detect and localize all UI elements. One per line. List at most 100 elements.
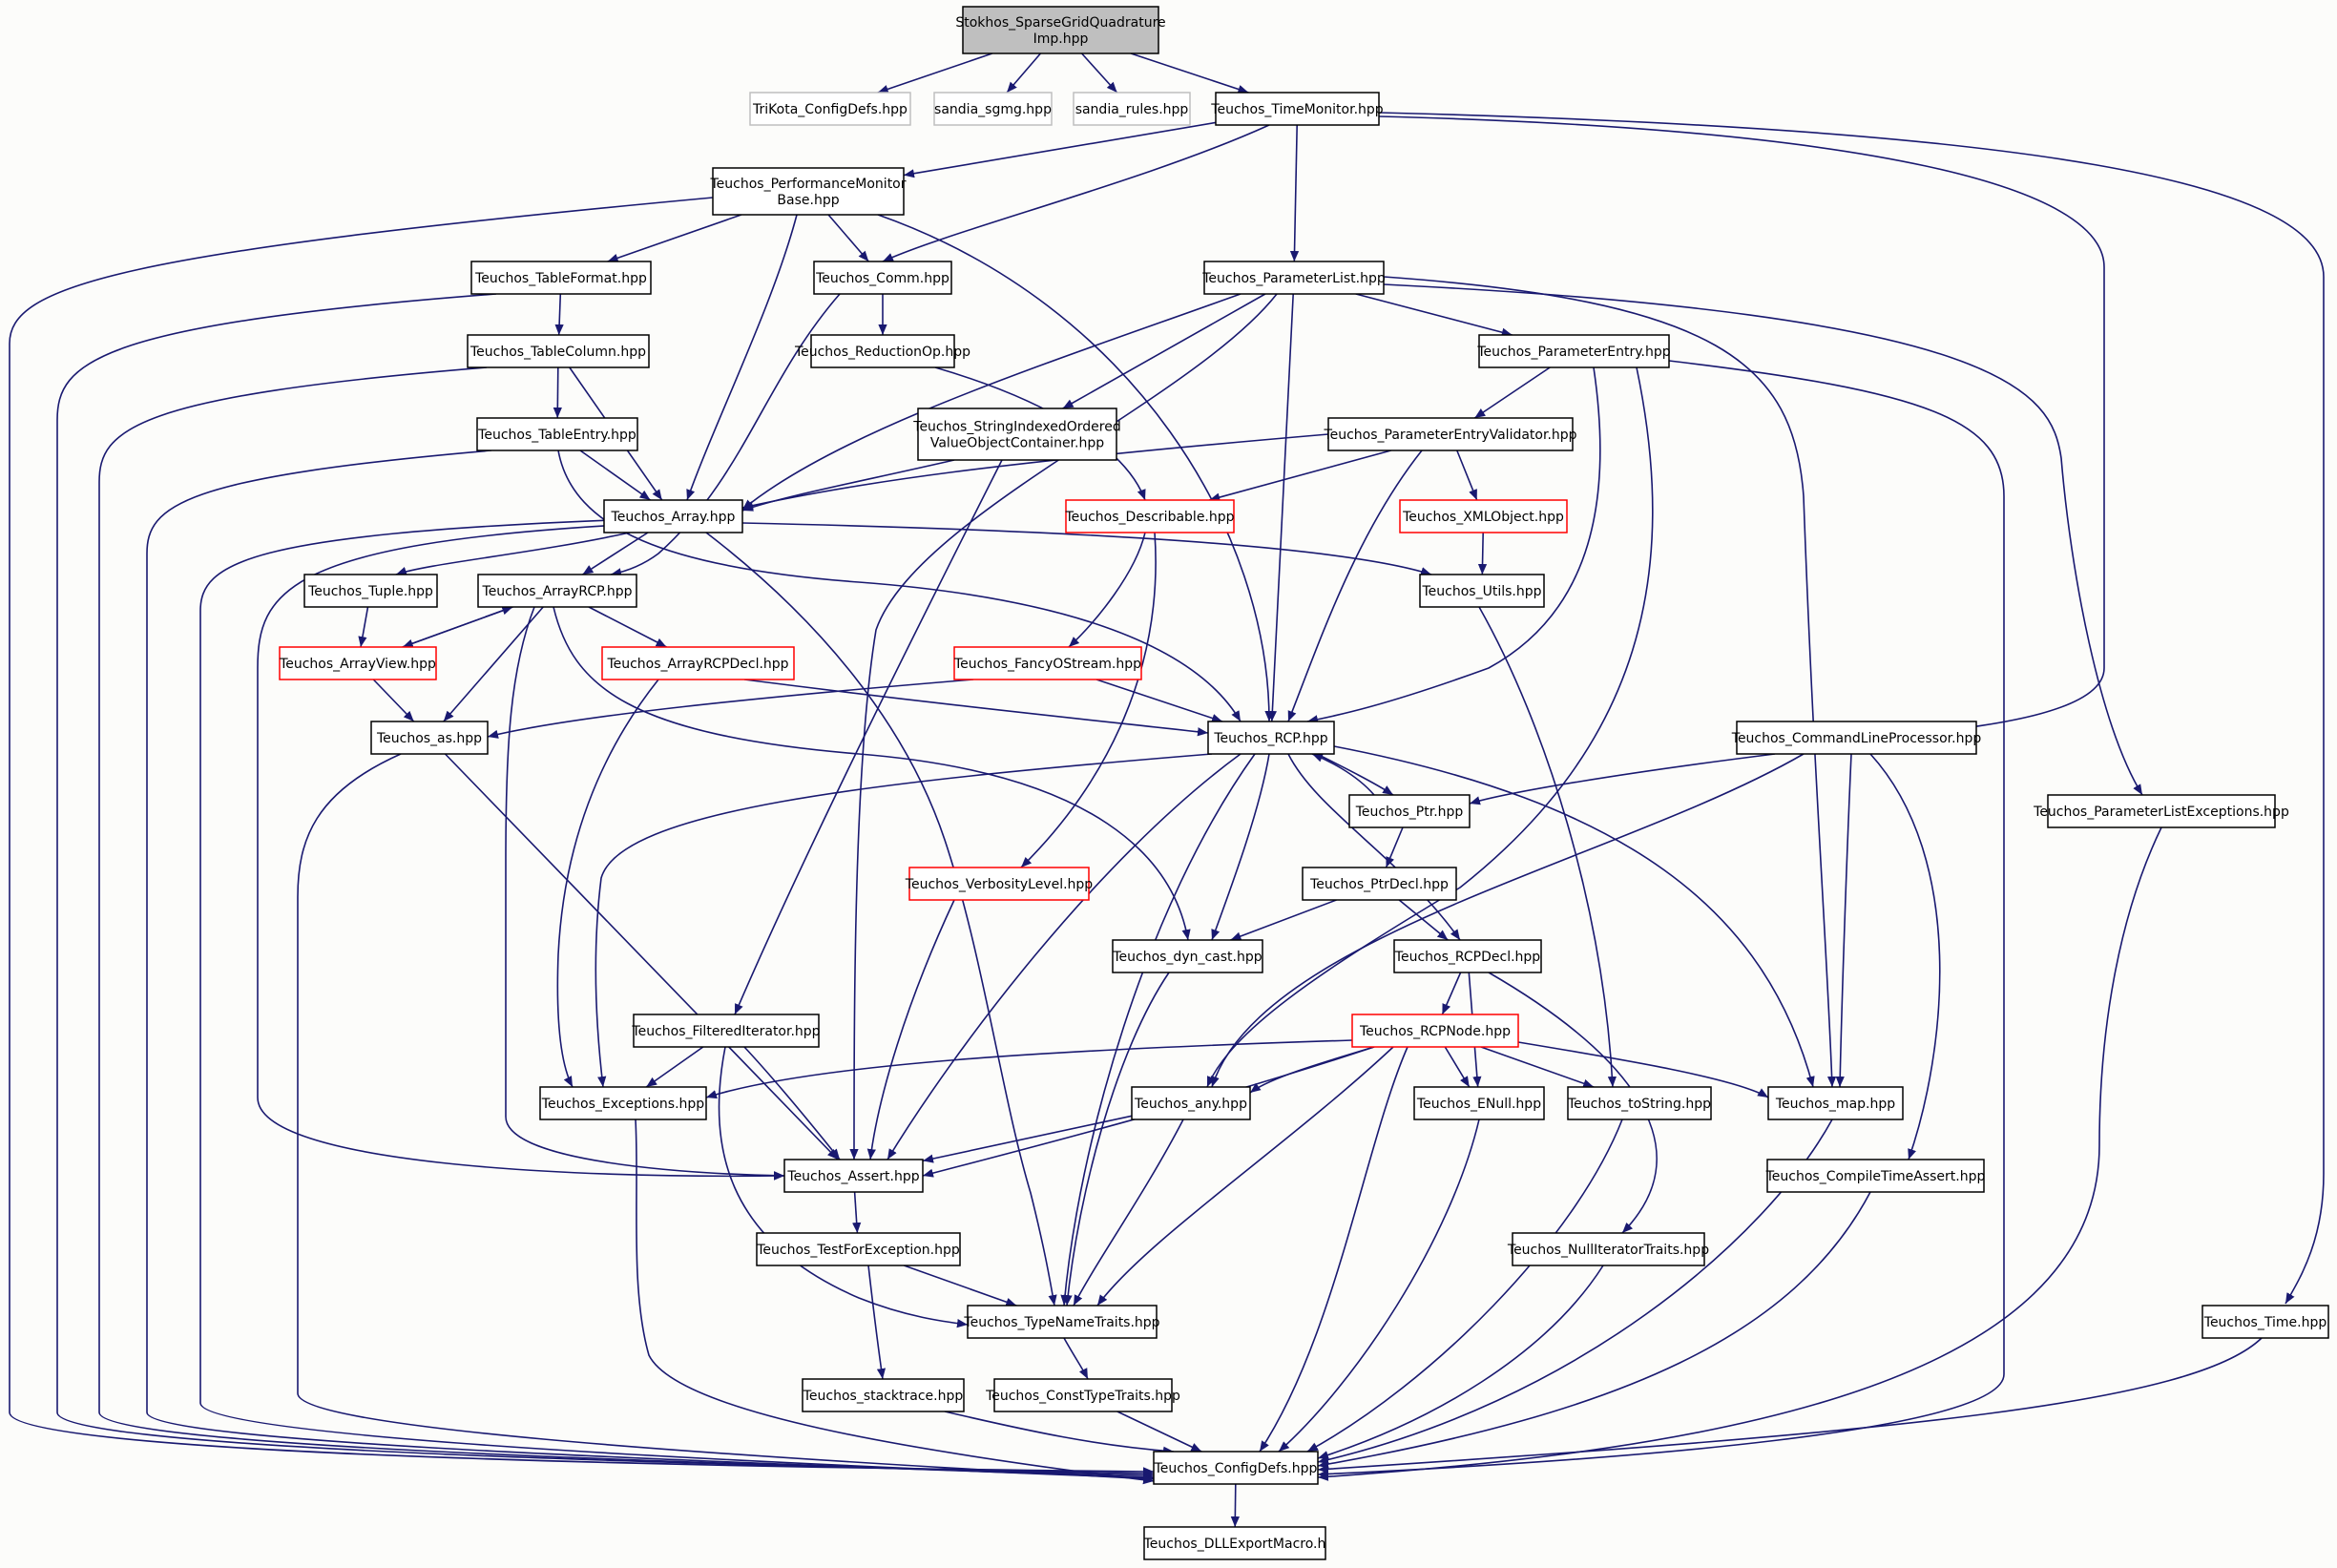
edge-pentry-to-pevalidator [1473,366,1551,419]
node-tostring[interactable]: Teuchos_toString.hpp [1567,1086,1712,1120]
node-label: Teuchos_ReductionOp.hpp [794,345,970,360]
edge-perfbase-to-configdefs [9,197,1155,1476]
node-stacktrace[interactable]: Teuchos_stacktrace.hpp [802,1378,965,1412]
node-consttype[interactable]: Teuchos_ConstTypeTraits.hpp [985,1378,1180,1412]
node-box [476,417,638,451]
node-configdefs[interactable]: Teuchos_ConfigDefs.hpp [1153,1451,1319,1485]
edge-pentry-to-configdefs [1317,360,2005,1479]
edge-line [887,753,1242,1160]
node-box [303,574,438,608]
node-tuple[interactable]: Teuchos_Tuple.hpp [303,574,438,608]
edge-line [579,449,651,501]
edge-line [372,679,415,722]
node-verbosity[interactable]: Teuchos_VerbosityLevel.hpp [905,867,1094,901]
node-describable[interactable]: Teuchos_Describable.hpp [1064,499,1235,533]
node-arrayview[interactable]: Teuchos_ArrayView.hpp [279,646,437,680]
node-strindexed[interactable]: Teuchos_StringIndexedOrderedValueObjectC… [912,408,1121,461]
node-fancyostream[interactable]: Teuchos_FancyOStream.hpp [953,646,1142,680]
edge-arrayrcp-to-dyncast [553,606,1191,941]
node-rcpnode[interactable]: Teuchos_RCPNode.hpp [1351,1014,1519,1048]
edge-line [1068,532,1146,648]
node-dyncast[interactable]: Teuchos_dyn_cast.hpp [1112,939,1263,973]
node-label: Teuchos_Ptr.hpp [1355,805,1464,820]
edge-perfbase-to-comm [827,214,869,262]
node-clp[interactable]: Teuchos_CommandLineProcessor.hpp [1731,721,1982,755]
node-compiletime[interactable]: Teuchos_CompileTimeAssert.hpp [1765,1159,1986,1193]
node-label: Teuchos_RCP.hpp [1213,731,1327,746]
edge-pentry-to-any [1206,366,1654,1088]
node-xmlobject[interactable]: Teuchos_XMLObject.hpp [1399,499,1568,533]
node-tableentry[interactable]: Teuchos_TableEntry.hpp [476,417,638,451]
edge-line [827,214,869,262]
edge-ptr-to-ptrdecl [1385,826,1404,868]
node-enull[interactable]: Teuchos_ENull.hpp [1413,1086,1545,1120]
node-tablecol[interactable]: Teuchos_TableColumn.hpp [467,334,650,368]
edge-assert-to-testforexc [852,1191,862,1234]
edge-line [1063,972,1170,1307]
node-typename[interactable]: Teuchos_TypeNameTraits.hpp [963,1305,1160,1339]
node-arrayrcpdecl[interactable]: Teuchos_ArrayRCPDecl.hpp [601,646,795,680]
node-ptrdecl[interactable]: Teuchos_PtrDecl.hpp [1302,867,1457,901]
node-dllexport[interactable]: Teuchos_DLLExportMacro.h [1143,1526,1326,1560]
node-pentry[interactable]: Teuchos_ParameterEntry.hpp [1476,334,1671,368]
node-timemon[interactable]: Teuchos_TimeMonitor.hpp [1210,92,1384,126]
edge-arrayrcp-to-assert [505,606,785,1181]
node-testforexc[interactable]: Teuchos_TestForException.hpp [756,1232,961,1266]
edge-dyncast-to-typename [1063,972,1170,1307]
edge-rcpnode-to-tostring [1480,1046,1595,1088]
node-label: Teuchos_Assert.hpp [786,1169,919,1184]
edge-line [553,366,562,419]
node-nulliter[interactable]: Teuchos_NullIteratorTraits.hpp [1507,1232,1709,1266]
node-time[interactable]: Teuchos_Time.hpp [2201,1305,2329,1339]
edge-line [588,606,667,648]
node-box [1766,1159,1985,1193]
edge-line [1383,283,2143,796]
node-label: Teuchos_Comm.hpp [815,271,949,286]
node-pevalidator[interactable]: Teuchos_ParameterEntryValidator.hpp [1323,417,1577,451]
node-as[interactable]: Teuchos_as.hpp [370,721,489,755]
edge-fancyostream-to-as [487,679,974,739]
node-box [633,1014,820,1048]
node-plist[interactable]: Teuchos_ParameterList.hpp [1201,261,1386,295]
edge-line [1378,115,2105,737]
node-arrayrcp[interactable]: Teuchos_ArrayRCP.hpp [477,574,637,608]
edge-line [903,121,1217,178]
node-redop[interactable]: Teuchos_ReductionOp.hpp [794,334,970,368]
edge-line [1306,1119,1623,1453]
node-layer: Stokhos_SparseGridQuadratureImp.hppTriKo… [279,6,2329,1560]
edge-perfbase-to-tableformat [607,214,742,262]
node-assert[interactable]: Teuchos_Assert.hpp [783,1159,924,1193]
edge-line [1444,1046,1471,1088]
node-tableformat[interactable]: Teuchos_TableFormat.hpp [470,261,652,295]
node-rcp[interactable]: Teuchos_RCP.hpp [1207,721,1335,755]
node-plistexc[interactable]: Teuchos_ParameterListExceptions.hpp [2033,794,2289,828]
edge-fancyostream-to-rcp [1095,679,1223,722]
node-ptr[interactable]: Teuchos_Ptr.hpp [1348,794,1471,828]
node-map[interactable]: Teuchos_map.hpp [1767,1086,1904,1120]
node-label: Teuchos_Exceptions.hpp [541,1097,704,1112]
node-trikota[interactable]: TriKota_ConfigDefs.hpp [749,92,911,126]
node-rcpdecl[interactable]: Teuchos_RCPDecl.hpp [1393,939,1542,973]
node-label: Teuchos_dyn_cast.hpp [1112,950,1262,965]
edge-line [866,899,955,1160]
node-any[interactable]: Teuchos_any.hpp [1131,1086,1251,1120]
edge-line [1287,449,1423,722]
edge-clp-to-any [1210,753,1805,1088]
node-box [1143,1526,1326,1560]
edge-line [1317,1191,1871,1469]
edge-tableentry-to-configdefs [146,449,1155,1482]
node-box [1393,939,1542,973]
node-filtered[interactable]: Teuchos_FilteredIterator.hpp [631,1014,821,1048]
edge-pevalidator-to-describable [1209,449,1391,502]
node-comm[interactable]: Teuchos_Comm.hpp [813,261,952,295]
edge-plist-to-array [741,293,1242,511]
node-exceptions[interactable]: Teuchos_Exceptions.hpp [539,1086,707,1120]
node-sgmg[interactable]: sandia_sgmg.hpp [933,92,1053,126]
node-rules[interactable]: sandia_rules.hpp [1073,92,1191,126]
node-array[interactable]: Teuchos_Array.hpp [603,499,743,533]
edge-arrayview-to-as [372,679,415,722]
edge-line [1060,753,1256,1307]
node-utils[interactable]: Teuchos_Utils.hpp [1419,574,1545,608]
